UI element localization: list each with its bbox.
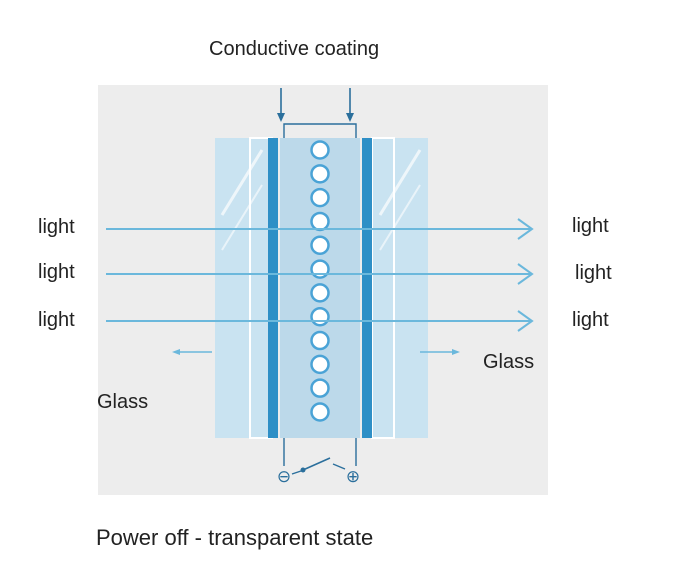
glass-reflection-right [378, 149, 422, 216]
light-arrowhead-3 [517, 310, 534, 332]
glass-pointer-right-head [452, 349, 460, 355]
electrode-right [362, 138, 372, 438]
switch-wire-right [332, 463, 346, 470]
terminal-negative: ⊖ [277, 467, 291, 487]
particle [310, 164, 330, 184]
lead-arrowhead-left [277, 113, 285, 122]
glass-label-left: Glass [97, 391, 149, 413]
glass-reflection-right-2 [379, 184, 421, 251]
light-arrowhead-1 [517, 218, 534, 240]
light-arrowhead-2 [517, 263, 534, 285]
switch-lever [302, 457, 331, 471]
diagram-caption: Power off - transparent state [96, 525, 374, 550]
electrode-left [268, 138, 278, 438]
particle [310, 187, 330, 208]
particle [310, 259, 330, 279]
light-label-left-2: light [38, 261, 75, 283]
diagram-title: Conductive coating [209, 38, 380, 60]
light-label-right-1: light [572, 215, 609, 237]
wire-top [283, 123, 357, 138]
lead-arrowhead-right [346, 113, 354, 122]
particle [310, 211, 330, 232]
light-label-right-3: light [572, 309, 609, 331]
light-label-left-3: light [38, 309, 75, 331]
glass-label-right: Glass [483, 351, 535, 373]
particle-group [310, 140, 330, 422]
particle [310, 306, 330, 327]
particle [310, 283, 330, 303]
particle [310, 140, 330, 160]
glass-reflection-left-2 [221, 184, 263, 251]
particle [310, 354, 330, 375]
glass-pane-left [215, 138, 273, 438]
particle [310, 378, 330, 398]
terminal-positive: ⊕ [346, 467, 360, 487]
light-arrow-group [106, 218, 534, 332]
glass-pointer-left-head [172, 349, 180, 355]
particle [310, 402, 330, 422]
particle [310, 235, 330, 256]
particle [310, 330, 330, 351]
switch-wire-left [291, 470, 302, 475]
light-label-left-1: light [38, 216, 75, 238]
glass-reflection-left [220, 149, 264, 216]
light-label-right-2: light [575, 262, 612, 284]
